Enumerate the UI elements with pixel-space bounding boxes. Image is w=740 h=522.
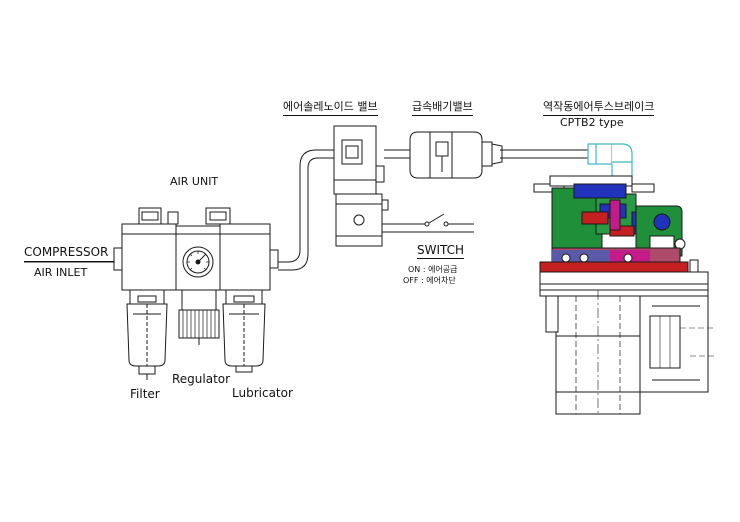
lubricator-bowl [222, 289, 266, 373]
label-switch-off: OFF : 에어차단 [403, 276, 456, 285]
label-air-unit: AIR UNIT [170, 175, 219, 188]
air-unit-frl [24, 207, 279, 380]
label-switch-on: ON : 에어공급 [408, 265, 458, 274]
label-compressor: COMPRESSOR [24, 245, 109, 259]
quick-exhaust-valve [409, 131, 503, 179]
brake-assembly [533, 175, 716, 415]
label-regulator: Regulator [172, 372, 231, 386]
label-quick-exhaust-valve: 급속배기밸브 [412, 98, 473, 116]
inlet-divider-line [24, 261, 114, 262]
label-switch: SWITCH [417, 243, 465, 259]
solenoid-valve [333, 125, 389, 247]
label-lubricator: Lubricator [232, 386, 293, 400]
switch-circuit [382, 213, 474, 233]
regulator-body [178, 289, 220, 345]
label-brake-type: CPTB2 type [560, 116, 624, 129]
label-solenoid-valve: 에어솔레노이드 밸브 [283, 98, 378, 116]
label-brake-name: 역작동에어투스브레이크 [543, 98, 655, 116]
filter-bowl [126, 289, 168, 380]
label-filter: Filter [130, 387, 160, 401]
label-air-inlet: AIR INLET [34, 266, 88, 279]
regulator-gauge [182, 246, 214, 278]
elbow-fitting [587, 143, 633, 179]
air-pipe [278, 149, 588, 271]
